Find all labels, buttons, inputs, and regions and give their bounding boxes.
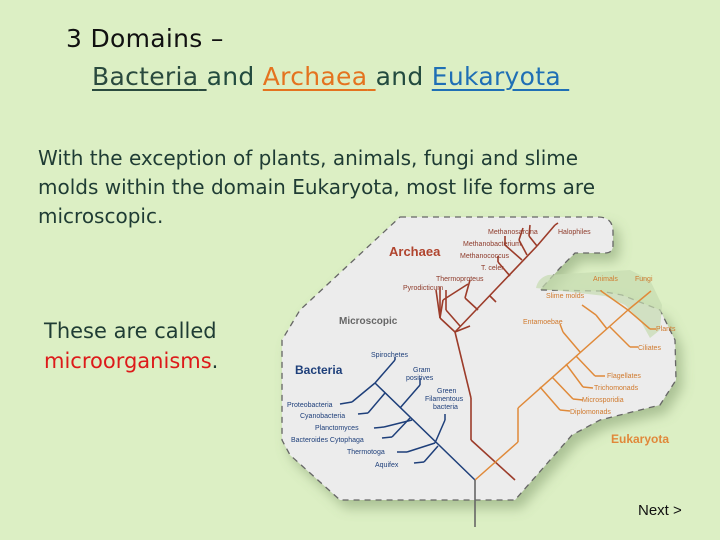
eukaryota-link[interactable]: Eukaryota [431,62,561,91]
svg-text:Planctomyces: Planctomyces [315,425,359,432]
svg-text:Cyanobacteria: Cyanobacteria [300,413,345,420]
svg-text:Proteobacteria: Proteobacteria [287,402,333,409]
svg-text:Filamentous: Filamentous [425,396,464,403]
slide-title: 3 Domains – [66,24,224,53]
archaea-link[interactable]: Archaea [262,62,368,91]
svg-text:Entamoebae: Entamoebae [523,319,563,326]
svg-text:Aquifex: Aquifex [375,462,399,469]
svg-text:Gram: Gram [413,367,431,374]
svg-text:Microsporidia: Microsporidia [582,397,624,404]
svg-text:Pyrodicticum: Pyrodicticum [403,285,443,292]
svg-text:Halophiles: Halophiles [558,229,591,236]
archaea-label: Archaea [389,244,441,259]
svg-text:Animals: Animals [593,276,618,283]
svg-text:Thermoproteus: Thermoproteus [436,276,484,283]
eukaryota-label: Eukaryota [611,432,669,446]
svg-text:Flagellates: Flagellates [607,373,641,380]
next-button[interactable]: Next > [638,502,682,519]
svg-text:bacteria: bacteria [433,404,458,411]
bacteria-label: Bacteria [295,363,343,377]
svg-text:positives: positives [406,375,434,382]
svg-text:Fungi: Fungi [635,276,653,283]
svg-text:T. celer: T. celer [481,265,504,272]
svg-text:Green: Green [437,388,457,395]
svg-text:Plants: Plants [656,326,676,333]
svg-text:Ciliates: Ciliates [638,345,661,352]
microorganisms-term: microorganisms [44,349,212,373]
bacteria-link[interactable]: Bacteria [92,62,199,91]
svg-text:Spirochetes: Spirochetes [371,352,408,359]
svg-text:Methanobacterium: Methanobacterium [463,241,521,248]
leaf-methanosarcina: Methanosarcina [488,229,538,236]
svg-text:Trichomonads: Trichomonads [594,385,639,392]
microscopic-label: Microscopic [339,316,398,327]
svg-text:Methanococcus: Methanococcus [460,253,510,260]
svg-text:Diplomonads: Diplomonads [570,409,611,416]
svg-text:Bacteroides Cytophaga: Bacteroides Cytophaga [291,437,364,444]
svg-text:Thermotoga: Thermotoga [347,449,385,456]
microorganisms-note: These are called microorganisms. [44,319,219,373]
domains-subtitle: Bacteria and Archaea and Eukaryota [92,62,561,91]
microscopic-region [281,216,677,501]
svg-text:Slime molds: Slime molds [546,293,585,300]
description-paragraph: With the exception of plants, animals, f… [38,146,596,228]
